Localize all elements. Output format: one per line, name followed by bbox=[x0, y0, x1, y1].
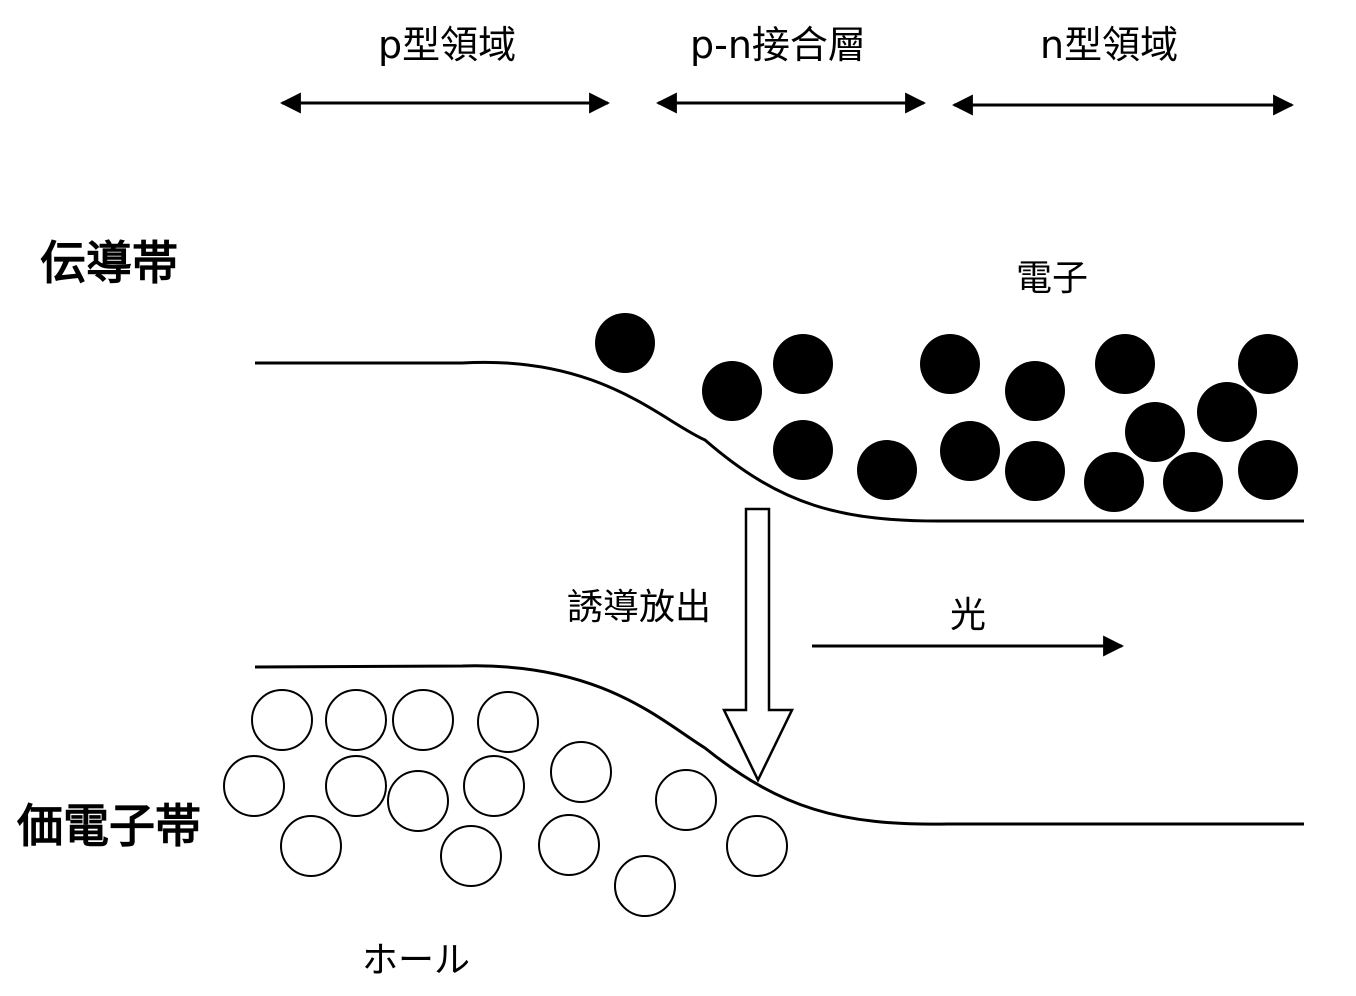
hole bbox=[655, 769, 717, 831]
p-region-label: p型領域 bbox=[378, 23, 517, 67]
valence-band-label: 価電子帯 bbox=[17, 799, 201, 853]
hole bbox=[280, 815, 342, 877]
hole-group bbox=[223, 689, 788, 917]
stimulated-emission-label: 誘導放出 bbox=[567, 587, 712, 628]
hole bbox=[223, 755, 285, 817]
electron bbox=[1125, 402, 1185, 462]
electron bbox=[1005, 361, 1065, 421]
hole-label: ホール bbox=[362, 940, 471, 981]
hole bbox=[726, 815, 788, 877]
electron bbox=[773, 334, 833, 394]
electron-label: 電子 bbox=[1016, 258, 1089, 299]
electron bbox=[1084, 452, 1144, 512]
hole bbox=[538, 814, 600, 876]
electron bbox=[773, 420, 833, 480]
electron bbox=[940, 421, 1000, 481]
electron bbox=[1095, 334, 1155, 394]
valence-band-edge bbox=[254, 664, 1304, 826]
hole bbox=[392, 689, 454, 751]
electron-group bbox=[595, 313, 1298, 512]
hole bbox=[387, 770, 449, 832]
conduction-band-label: 伝導帯 bbox=[40, 236, 178, 290]
hole bbox=[325, 689, 387, 751]
hole bbox=[251, 689, 313, 751]
junction-label: p-n接合層 bbox=[690, 23, 866, 67]
electron bbox=[1197, 382, 1257, 442]
hole bbox=[325, 755, 387, 817]
hole bbox=[550, 741, 612, 803]
n-region-label: n型領域 bbox=[1040, 23, 1179, 67]
hole bbox=[440, 825, 502, 887]
hole bbox=[463, 755, 525, 817]
conduction-band-edge bbox=[255, 360, 1304, 523]
stimulated-emission-arrow bbox=[722, 507, 794, 783]
electron bbox=[1238, 334, 1298, 394]
electron bbox=[920, 334, 980, 394]
hole bbox=[614, 855, 676, 917]
electron bbox=[702, 361, 762, 421]
electron bbox=[1005, 441, 1065, 501]
electron bbox=[595, 313, 655, 373]
hole bbox=[477, 691, 539, 753]
electron bbox=[1238, 440, 1298, 500]
electron bbox=[857, 440, 917, 500]
electron bbox=[1163, 452, 1223, 512]
light-label: 光 bbox=[950, 595, 987, 636]
